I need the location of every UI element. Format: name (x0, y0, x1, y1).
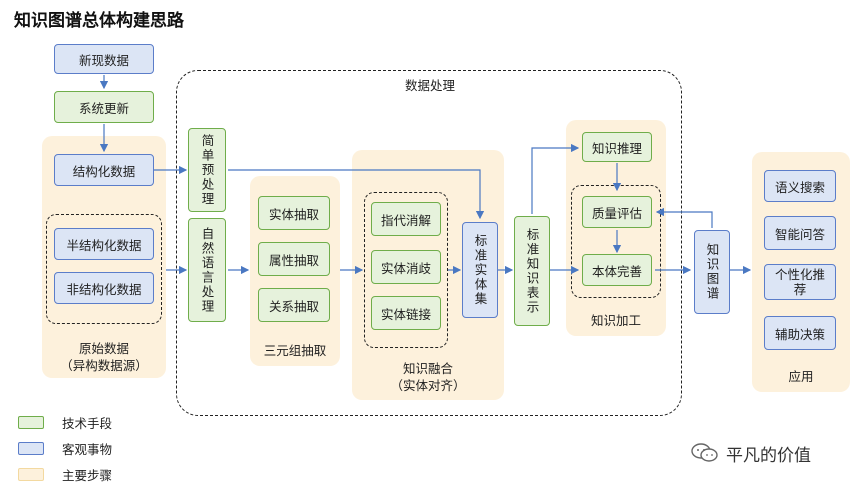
legend-swatch-yellow (18, 467, 44, 481)
legend: 技术手段 客观事物 主要步骤 (18, 412, 178, 484)
disambiguation-node: 实体消歧 (371, 250, 441, 284)
attribute-extract-node: 属性抽取 (258, 242, 330, 276)
unstructured-data-node: 非结构化数据 (54, 272, 154, 304)
legend-item-steps: 主要步骤 (18, 464, 178, 484)
semi-structured-data-node: 半结构化数据 (54, 228, 154, 260)
standard-entity-set-node: 标准实体集 (462, 222, 498, 318)
knowledge-reasoning-node: 知识推理 (582, 132, 652, 162)
legend-item-objective: 客观事物 (18, 438, 178, 458)
legend-label-tech: 技术手段 (62, 415, 113, 431)
entity-linking-node: 实体链接 (371, 296, 441, 330)
structured-data-node: 结构化数据 (54, 154, 154, 186)
wechat-icon (691, 443, 718, 462)
watermark-text: 平凡的价值 (726, 445, 811, 466)
app-semantic-search: 语义搜索 (764, 170, 836, 202)
raw-data-label-line1: 原始数据 (78, 341, 129, 356)
relation-extract-node: 关系抽取 (258, 288, 330, 322)
legend-label-steps: 主要步骤 (62, 467, 113, 483)
ontology-refine-node: 本体完善 (582, 254, 652, 286)
legend-swatch-green (18, 415, 44, 429)
app-qa: 智能问答 (764, 216, 836, 250)
quality-assessment-node: 质量评估 (582, 196, 652, 228)
fusion-label-line1: 知识融合 (402, 361, 453, 376)
simple-preprocess-node: 简单预处理 (188, 128, 226, 212)
knowledge-processing-label: 知识加工 (590, 313, 641, 328)
raw-data-label: 原始数据 （异构数据源） (42, 340, 166, 374)
fusion-methods-group (364, 192, 448, 348)
raw-data-label-line2: （异构数据源） (60, 358, 148, 373)
legend-label-objective: 客观事物 (62, 441, 113, 457)
legend-swatch-blue (18, 441, 44, 455)
page-title: 知识图谱总体构建思路 (14, 11, 184, 31)
data-processing-label: 数据处理 (404, 78, 455, 93)
standard-knowledge-repr-node: 标准知识表示 (514, 216, 550, 326)
data-processing-group (176, 70, 682, 416)
fusion-label: 知识融合 （实体对齐） (352, 360, 504, 394)
system-update-node: 系统更新 (54, 91, 154, 123)
coref-node: 指代消解 (371, 202, 441, 236)
watermark: 平凡的价值 (690, 440, 811, 466)
nlp-process-node: 自然语言处理 (188, 218, 226, 322)
new-data-node: 新现数据 (54, 44, 154, 74)
app-decision-support: 辅助决策 (764, 316, 836, 350)
fusion-label-line2: （实体对齐） (390, 378, 466, 393)
triple-extract-label: 三元组抽取 (263, 343, 327, 358)
semi-unstructured-group (46, 214, 162, 324)
knowledge-graph-node: 知识图谱 (694, 230, 730, 314)
app-recommendation: 个性化推荐 (764, 264, 836, 300)
entity-extract-node: 实体抽取 (258, 196, 330, 230)
legend-item-tech: 技术手段 (18, 412, 178, 432)
applications-label: 应用 (788, 369, 814, 384)
